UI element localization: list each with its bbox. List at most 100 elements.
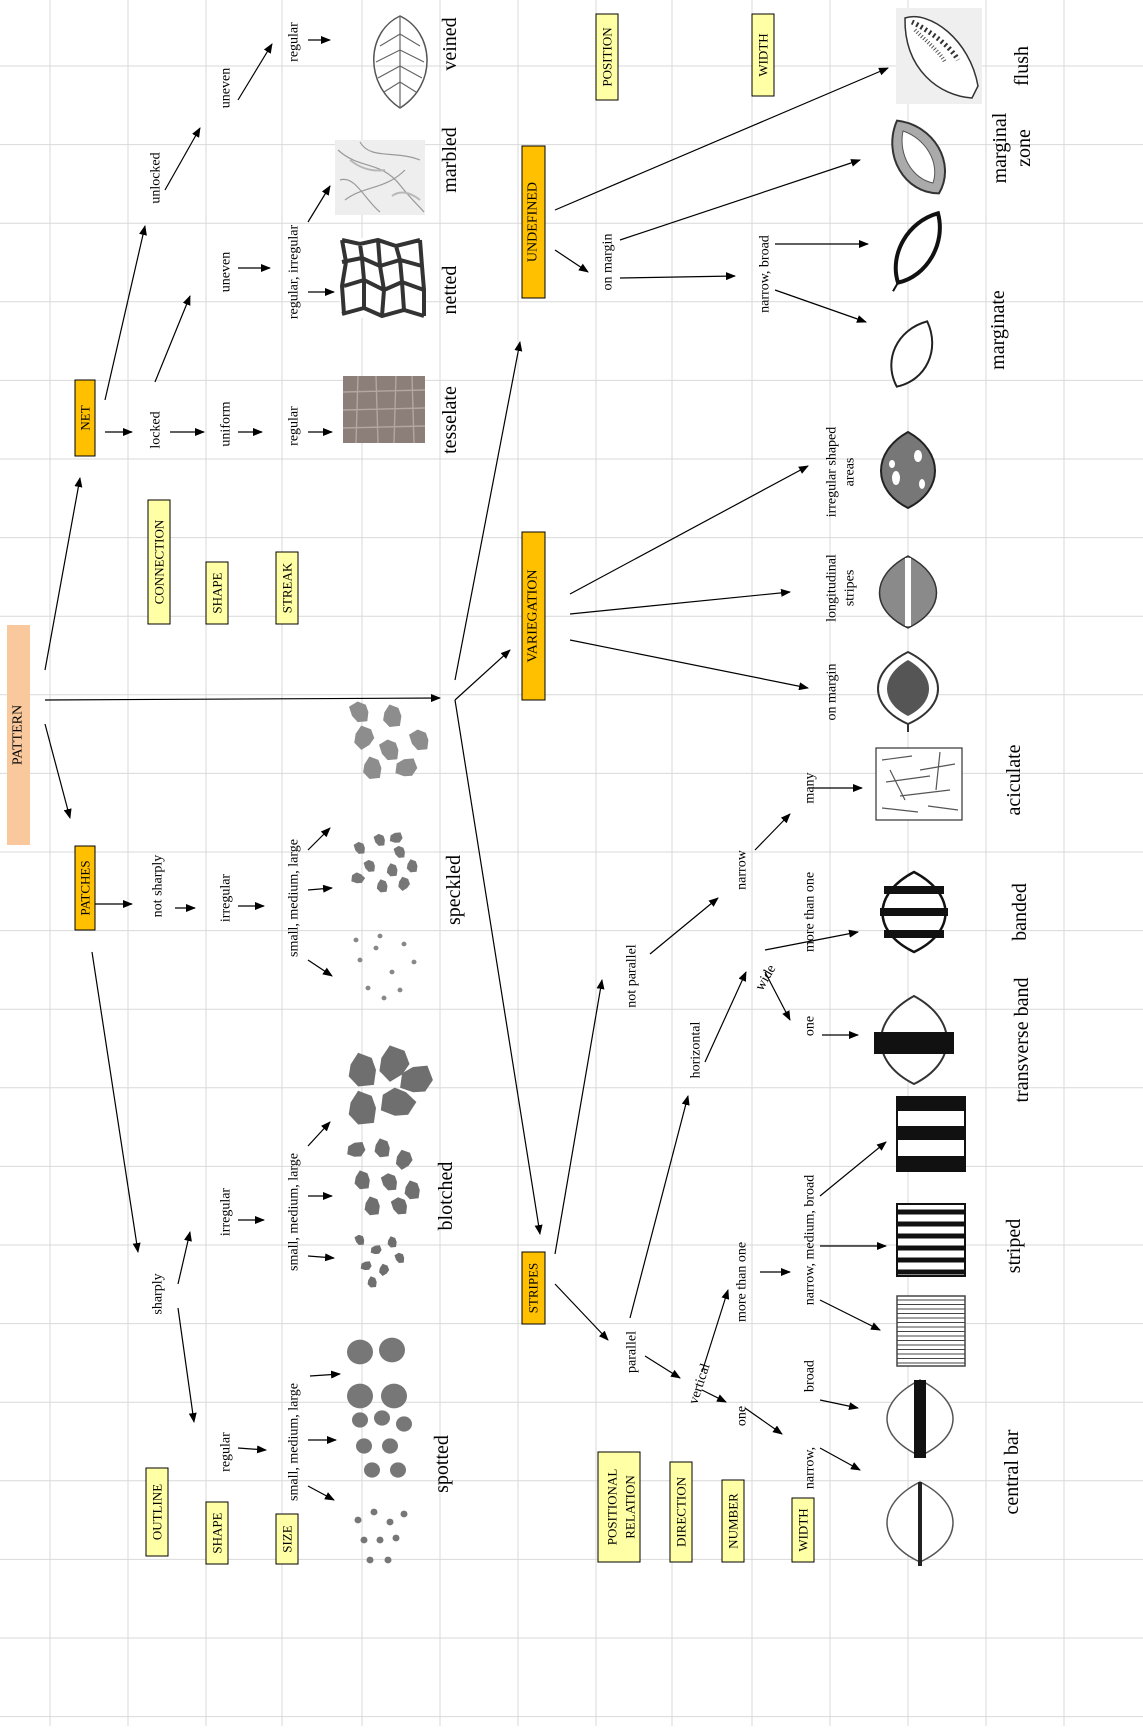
connector-arrow [237,1445,267,1454]
central-bar-term: central bar [1001,1429,1023,1514]
blotched-term: blotched [435,1162,457,1231]
labels: PATTERNNETPATCHESVARIEGATIONUNDEFINEDSTR… [11,17,1036,1553]
connection-label: CONNECTION [152,519,167,604]
speckled-term: speckled [443,855,465,925]
connector-arrow [754,813,791,851]
connector-arrow [819,1141,887,1197]
connector-arrow [237,43,273,101]
connector-arrow [44,694,441,703]
number-box [721,1479,745,1563]
width-bottom-label: WIDTH [796,1508,811,1551]
pattern-root-box [7,625,30,845]
striped-medium-illustration [896,1203,966,1277]
connector-arrow [307,959,333,977]
connector-arrow [554,979,605,1255]
longitudinal-stripes-node-line1: longitudinal [825,554,840,622]
direction-label: DIRECTION [674,1476,689,1547]
aciculate-texture-illustration [875,747,963,821]
longitudinal-stripes-node-line2: stripes [843,570,858,607]
netted-term: netted [439,266,461,315]
connector-arrow [819,1447,861,1471]
variegation-label: VARIEGATION [526,569,541,662]
connector-arrow [619,159,861,241]
veined-term: veined [439,17,461,70]
connector-arrow [819,1399,859,1411]
tesselate-term: tesselate [439,386,461,454]
banded-term: banded [1009,883,1031,941]
regular-node-2: regular [287,406,302,446]
more-than-one-node-2: more than one [735,1242,750,1322]
regular-irregular-node: regular, irregular [287,225,302,320]
number-label: NUMBER [726,1493,741,1549]
pattern-root-label: PATTERN [11,705,26,765]
undefined-label: UNDEFINED [526,182,541,262]
connector-arrow [701,1289,730,1373]
irregular-node-1: irregular [219,874,234,923]
banded-leaf-illustration [880,870,948,954]
connector-arrow [307,1253,335,1262]
outline-label: OUTLINE [150,1484,165,1540]
connector-arrow [307,884,333,893]
width-top-label: WIDTH [756,33,771,76]
narrow-medium-broad-node: narrow, medium, broad [803,1175,818,1306]
connector-arrow [649,897,719,955]
striped-narrow-illustration [896,1295,966,1367]
marginate-term: marginate [987,290,1009,370]
connector-arrow [764,971,791,1021]
horizontal-node: horizontal [689,1022,704,1079]
marginal-zone-term-line1: marginal [989,112,1011,183]
streak-label: STREAK [280,562,295,613]
connector-arrow [701,1389,727,1403]
uneven-node-1: uneven [219,68,234,108]
positional-relation-box [597,1451,641,1563]
shape-bottom-box [205,1501,229,1565]
connector-arrow [819,1299,881,1331]
on-margin-node-2: on margin [825,664,840,721]
one-node-1: one [803,1016,818,1036]
flush-leaf-illustration [896,8,982,104]
marginal-zone-term-line2: zone [1013,129,1035,167]
patches-box [74,845,96,931]
regular-node-3: regular [219,1432,234,1472]
stripes-box [521,1251,546,1325]
width-top-box [751,13,775,97]
connector-arrow [307,1121,331,1147]
irregular-areas-leaf-illustration [880,430,936,510]
variegation-on-margin-leaf-illustration [877,650,939,732]
connector-arrow [177,1231,192,1285]
connector-arrow [569,639,809,691]
connector-arrow [177,1307,197,1423]
connector-arrows [44,36,889,1501]
many-node: many [803,772,818,803]
connector-arrow [307,827,331,851]
blotched-patches-illustration [347,1045,433,1288]
criterion-boxes [145,13,815,1565]
connector-arrow [629,1095,690,1319]
central-bar-broad-leaf-illustration [886,1379,954,1458]
connector-arrow [164,127,201,191]
irregular-shaped-areas-node-line1: irregular shaped [825,427,840,518]
connector-arrow [154,295,191,383]
wide-node: wide [753,962,780,993]
outline-box [145,1467,169,1557]
one-node-2: one [735,1406,750,1426]
vertical-node: vertical [686,1362,713,1407]
more-than-one-node-1: more than one [803,872,818,952]
patches-label: PATCHES [78,860,93,915]
connector-arrow [619,272,736,281]
central-bar-narrow-leaf-illustration [886,1481,954,1566]
connection-box [147,499,171,625]
netted-texture-illustration [339,237,426,319]
size-range-node-2: small, medium, large [287,1153,302,1271]
positional-relation-label-line1: POSITIONAL [605,1469,620,1546]
transverse-band-leaf-illustration [874,994,954,1086]
tesselate-texture-illustration [342,375,426,444]
connector-arrow [454,649,511,701]
variegation-box [521,531,546,701]
connector-arrow [309,1370,341,1379]
spotted-patches-illustration [347,1337,412,1564]
longitudinal-stripes-leaf-illustration [878,555,938,629]
streak-box [275,551,299,625]
